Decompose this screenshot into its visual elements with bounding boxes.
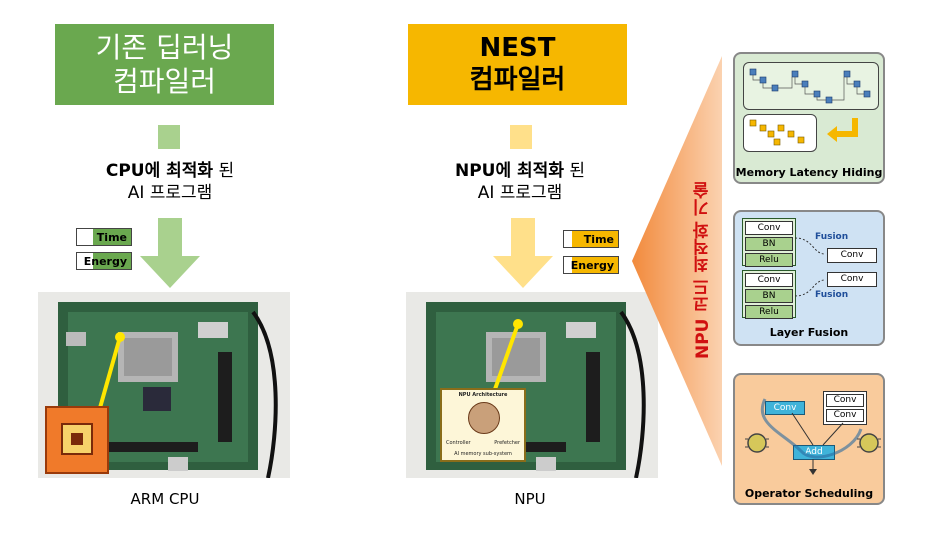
optimization-funnel-arrow: [632, 56, 722, 466]
memory-top-graph: [743, 62, 879, 110]
sched-conv-top: Conv: [826, 394, 864, 407]
sched-conv-bottom: Conv: [826, 409, 864, 422]
fusion-label-2: Fusion: [815, 290, 849, 300]
right-description: NPU에 최적화 된 AI 프로그램: [410, 160, 630, 204]
left-desc-rest: 된: [213, 161, 235, 181]
scheduling-panel-label: Operator Scheduling: [744, 487, 874, 500]
left-down-arrow: [140, 218, 200, 288]
left-energy-fill: [93, 253, 131, 269]
right-stem: [510, 125, 532, 149]
right-down-arrow: [493, 218, 553, 288]
right-time-label: Time: [583, 232, 614, 246]
fusion-relu-1: Relu: [745, 253, 793, 267]
left-board-photo: [38, 292, 290, 478]
right-caption: NPU: [514, 490, 546, 508]
right-desc-rest: 된: [563, 161, 586, 181]
left-desc-line2: AI 프로그램: [127, 183, 213, 204]
fused-conv-2: Conv: [827, 272, 877, 287]
right-energy-label: Energy: [570, 258, 614, 272]
fusion-bn-1: BN: [745, 237, 793, 251]
left-caption: ARM CPU: [130, 490, 200, 508]
sched-flow: [745, 398, 881, 475]
memory-panel-label: Memory Latency Hiding: [735, 166, 883, 179]
fusion-label-1: Fusion: [815, 232, 849, 242]
left-title-line1: 기존 딥러닝: [95, 30, 234, 64]
left-desc-bold: CPU에 최적화: [105, 161, 214, 181]
sched-conv-left: Conv: [765, 401, 805, 415]
right-energy-fill: [572, 257, 618, 273]
fusion-panel-label: Layer Fusion: [769, 326, 849, 339]
right-title-line1: NEST: [479, 33, 556, 64]
left-title-box: 기존 딥러닝 컴파일러: [55, 24, 274, 105]
right-title-line2: 컴파일러: [469, 64, 566, 95]
left-stem: [158, 125, 180, 149]
npu-brain-icon: [468, 402, 500, 434]
npu-box-bottom: AI memory sub-system: [454, 451, 512, 457]
right-time-fill: [572, 231, 618, 247]
fusion-bn-2: BN: [745, 289, 793, 303]
sched-conv-stack: Conv Conv: [823, 391, 867, 425]
memory-bottom-graph: [743, 114, 817, 152]
left-board-illustration: [38, 292, 290, 478]
right-energy-bar: Energy: [563, 256, 619, 274]
memory-latency-panel: Memory Latency Hiding: [733, 52, 885, 184]
fusion-conv-1: Conv: [745, 221, 793, 235]
left-time-bar: Time: [76, 228, 132, 246]
left-time-fill: [93, 229, 131, 245]
right-time-bar: Time: [563, 230, 619, 248]
left-description: CPU에 최적화 된 AI 프로그램: [60, 160, 280, 204]
npu-box-left: Controller: [446, 440, 471, 446]
memory-return-arrow: [827, 118, 858, 142]
fusion-arrows: [794, 237, 826, 297]
fusion-group-2: Conv BN Relu: [742, 270, 796, 319]
left-energy-bar: Energy: [76, 252, 132, 270]
npu-architecture-box: NPU Architecture Controller Prefetcher A…: [440, 388, 526, 462]
layer-fusion-panel: Conv BN Relu Conv BN Relu Fusion Fusion …: [733, 210, 885, 346]
fused-conv-1: Conv: [827, 248, 877, 263]
left-time-label: Time: [96, 230, 127, 244]
right-board-photo: NPU Architecture Controller Prefetcher A…: [406, 292, 658, 478]
right-desc-bold: NPU에 최적화: [454, 161, 564, 181]
npu-box-title: NPU Architecture: [458, 392, 508, 398]
fusion-conv-2: Conv: [745, 273, 793, 287]
fusion-relu-2: Relu: [745, 305, 793, 319]
left-title-line2: 컴파일러: [112, 64, 217, 98]
left-energy-label: Energy: [83, 254, 127, 268]
side-label: NPU 코드 최적화 기술: [693, 181, 713, 359]
operator-scheduling-panel: Conv Conv Conv Add Operator Scheduling: [733, 373, 885, 505]
npu-box-right: Prefetcher: [494, 440, 520, 446]
right-desc-line2: AI 프로그램: [477, 183, 563, 204]
right-title-box: NEST 컴파일러: [408, 24, 627, 105]
fusion-group-1: Conv BN Relu: [742, 218, 796, 267]
